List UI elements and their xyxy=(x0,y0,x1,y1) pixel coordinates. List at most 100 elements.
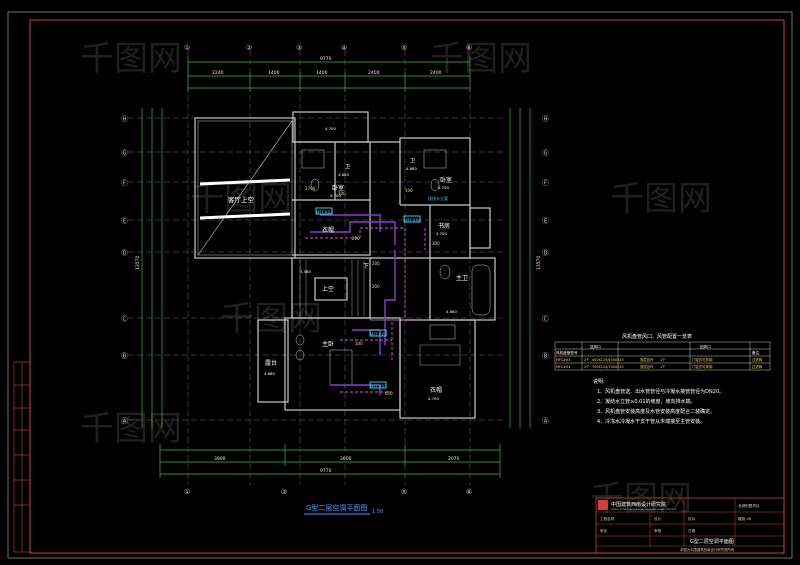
room-wc-left: 卫 xyxy=(345,164,350,170)
dim-top-part: 2240 xyxy=(212,70,224,76)
axis-label: Ⓐ xyxy=(121,417,128,425)
watermark: 千图网 xyxy=(590,479,692,519)
axis-label: ③ xyxy=(296,44,302,52)
title-block-field: 设计 xyxy=(654,516,662,521)
axis-label: Ⓔ xyxy=(542,217,549,225)
institute-name-en: CHINA SOUTHWEST ARCHITECTURAL DESIGN AND… xyxy=(611,508,677,511)
dim-bottom-overall: 9770 xyxy=(320,468,332,474)
schedule-cell: 过滤网 xyxy=(752,357,763,362)
room-bedroom-left: 卧室 xyxy=(332,184,344,192)
level-label: 3.380 xyxy=(300,269,311,274)
schedule-cell: 门铰式可拆卸 xyxy=(692,364,713,369)
title-block-field: 校对 xyxy=(688,516,696,521)
fcu-tag: MFC#04 xyxy=(404,218,421,223)
institute-name: 中国建筑西南设计研究院 xyxy=(611,501,666,508)
schedule-header: 送风口 xyxy=(590,344,601,349)
dimension-lines xyxy=(141,56,531,478)
fan-coil-units xyxy=(315,207,421,389)
level-label: 4.700 xyxy=(428,396,439,401)
plan-title: G型二层空调平面图 xyxy=(306,503,367,512)
title-footer: 本图为中国建筑西南设计研究院所有 xyxy=(680,547,735,552)
schedule-cell: MFC#03 xyxy=(556,358,570,362)
drawing-frame xyxy=(7,11,793,559)
schedule-cell: 1个 xyxy=(660,357,666,362)
pipe-dim: 650 xyxy=(385,391,393,396)
level-label: 4.700 xyxy=(438,185,449,190)
void-diagonal xyxy=(197,120,293,256)
exhaust-note: 接排水立管 xyxy=(428,195,448,201)
notes-heading: 说明: xyxy=(593,378,605,385)
watermark: 千图网 xyxy=(220,299,322,339)
schedule-header: 回风口 xyxy=(700,344,711,349)
schedule-cell: 双层百叶 xyxy=(640,364,654,369)
project-name: 龙湖别墅项目 xyxy=(738,503,760,508)
pipe-dim: 200 xyxy=(372,261,380,266)
level-label: 4.700 xyxy=(436,231,447,236)
water-pipes xyxy=(305,227,426,393)
pipe-dim: 300 xyxy=(338,191,346,196)
room-stair-void: 上空 xyxy=(322,285,334,293)
dim-top-overall: 9770 xyxy=(320,56,332,62)
axis-markers-left: Ⓗ Ⓖ Ⓕ Ⓔ Ⓓ Ⓒ Ⓑ Ⓐ Ⓗ Ⓖ Ⓕ Ⓔ Ⓓ Ⓒ Ⓑ Ⓐ xyxy=(121,115,549,425)
axis-label: Ⓔ xyxy=(121,217,128,225)
level-label: 4.700 xyxy=(330,193,341,198)
fcu-tag: MFC#03 xyxy=(370,384,387,389)
schedule-cell: 700X120/700X225 xyxy=(592,365,624,369)
axis-grid xyxy=(128,50,505,485)
pipe-dim: 200 xyxy=(372,284,380,289)
pipe-dim: 200 xyxy=(352,236,360,241)
axis-label: ⑤ xyxy=(401,488,407,496)
axis-label: ③ xyxy=(281,488,287,496)
room-master-bedroom: 主卧 xyxy=(322,340,334,348)
pipe-dim: 100 xyxy=(405,188,413,193)
dimension-texts: 9770 2240 1400 1400 2400 2400 3900 3800 … xyxy=(135,56,542,474)
schedule-cell: 门铰式可拆卸 xyxy=(692,357,713,362)
pipe-dim: 1700 xyxy=(305,186,316,191)
floor-plan-walls xyxy=(194,111,496,419)
fcu-tag: MFC#04 xyxy=(316,210,333,215)
sheet-number: 暖施-06 xyxy=(738,516,752,521)
axis-label: Ⓗ xyxy=(542,115,549,123)
level-label: 4.680 xyxy=(446,309,457,314)
watermark: 千图网 xyxy=(190,179,292,219)
schedule-title: 风机盘管风口、风管配置一览表 xyxy=(622,333,692,340)
watermark: 千图网 xyxy=(610,179,712,219)
axis-label: Ⓑ xyxy=(121,352,128,360)
axis-markers-top: ① ② ③ ④ ⑤ ⑥ ① ③ ⑤ ⑥ xyxy=(184,44,472,496)
axis-label: ② xyxy=(246,44,252,52)
plan-scale: 1:50 xyxy=(372,509,383,515)
room-wc-right: 卫 xyxy=(410,158,415,164)
schedule-cell: 2个 xyxy=(584,357,590,362)
title-block: 中国建筑西南设计研究院 CHINA SOUTHWEST ARCHITECTURA… xyxy=(595,497,785,554)
axis-label: Ⓖ xyxy=(121,149,128,157)
axis-label: Ⓖ xyxy=(542,149,549,157)
room-study: 书房 xyxy=(438,222,450,230)
level-label: 4.680 xyxy=(338,172,349,177)
design-notes: 说明: 1、风机盘管送、出水管管径与冷凝水接管管径为DN20。 2、凝结水立管≥… xyxy=(593,378,724,425)
fcu-schedule: 风机盘管风口、风管配置一览表 风机盘管型号 送风口 回风口 备注 MFC#03 … xyxy=(554,333,771,371)
dim-bottom-part: 3800 xyxy=(340,456,352,462)
level-label: 4.700 xyxy=(325,126,336,131)
schedule-cell: 过滤网 xyxy=(752,364,763,369)
title-block-field: 工程名称 xyxy=(600,516,615,521)
schedule-header: 风机盘管型号 xyxy=(556,350,578,355)
title-block-field: 审核 xyxy=(654,528,662,533)
axis-label: Ⓗ xyxy=(121,115,128,123)
schedule-cell: 400X120/400X225 xyxy=(592,358,624,362)
room-balcony: 露台 xyxy=(265,359,277,367)
axis-label: ① xyxy=(184,488,190,496)
watermark: 千图网 xyxy=(80,409,182,449)
note-item: 2、凝结水立管≥0.01的坡度，坡向排水端。 xyxy=(597,398,696,405)
watermark: 千图网 xyxy=(430,39,532,79)
watermark: 千图网 xyxy=(80,39,182,79)
axis-label: Ⓕ xyxy=(121,179,128,187)
pipe-dim: 300 xyxy=(432,241,440,246)
stair-down: 下 xyxy=(363,263,369,270)
void-hatching xyxy=(199,178,291,220)
axis-label: ① xyxy=(184,44,190,52)
equipment-labels: MFC#04 MFC#04 MFC#03 MFC#03 接排水立管 xyxy=(316,195,448,389)
institute-logo xyxy=(598,500,608,510)
schedule-cell: 双层百叶 xyxy=(640,357,654,362)
axis-label: Ⓓ xyxy=(542,249,549,257)
